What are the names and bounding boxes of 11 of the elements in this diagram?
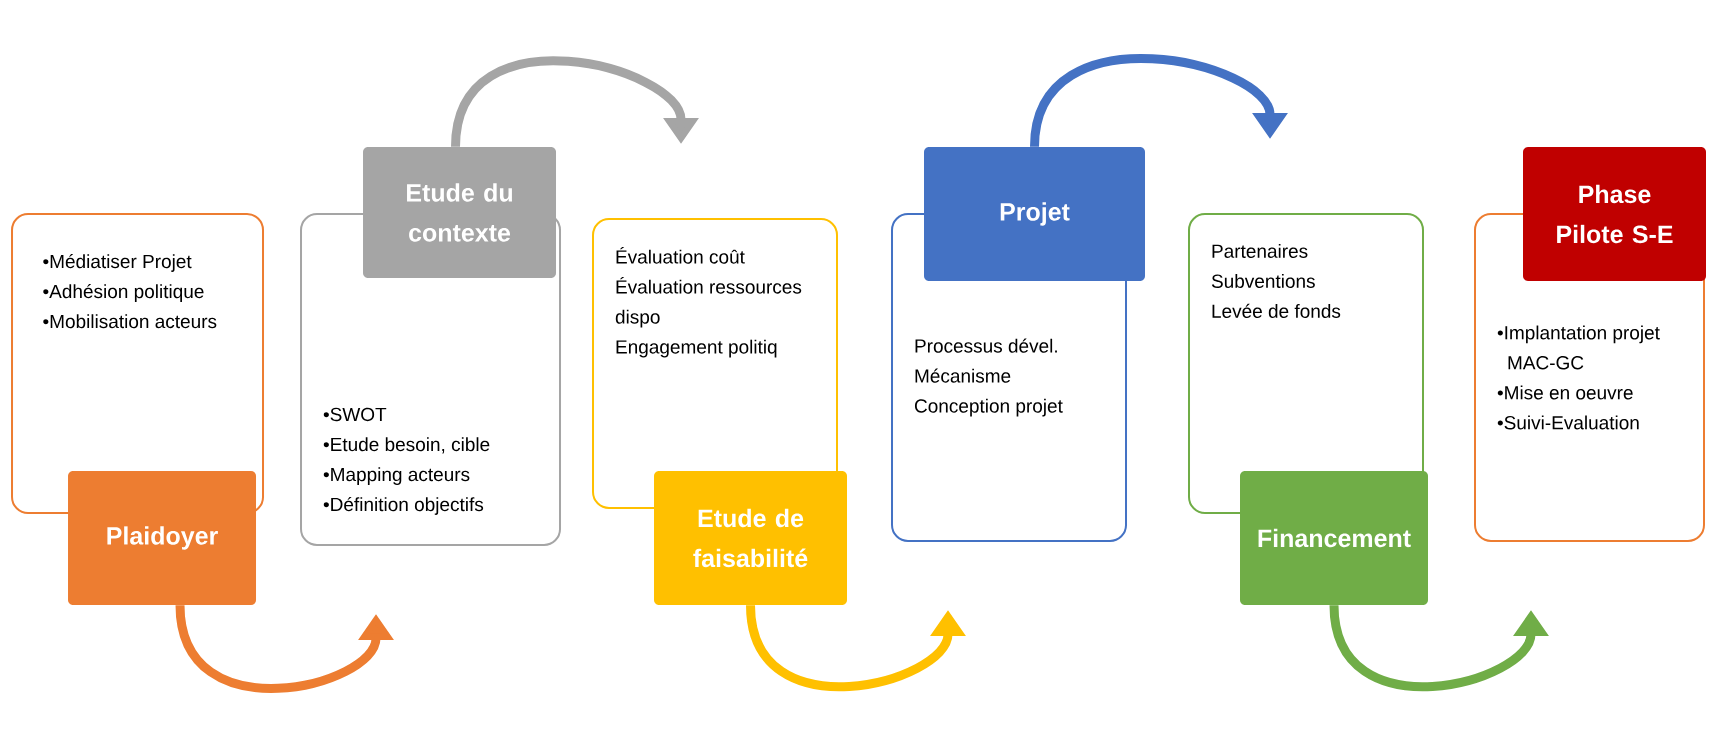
- phase-label-box: Phase Pilote S-E: [1523, 147, 1706, 281]
- phase-label-box: Plaidoyer: [68, 471, 256, 605]
- phase-label-box: Financement: [1240, 471, 1428, 605]
- curved-arrow: [1030, 54, 1288, 148]
- content-card: Évaluation coût Évaluation ressources dispo Engagement politiq: [592, 218, 838, 509]
- content-card: Partenaires Subventions Levée de fonds: [1188, 213, 1424, 514]
- phase-label-box: Projet: [924, 147, 1145, 281]
- phase-label-box: Etude du contexte: [363, 147, 556, 278]
- content-card: •Médiatiser Projet •Adhésion politique •Mobilisation acteurs: [11, 213, 264, 514]
- phase-label-box: Etude de faisabilité: [654, 471, 847, 605]
- curved-arrow: [451, 56, 699, 148]
